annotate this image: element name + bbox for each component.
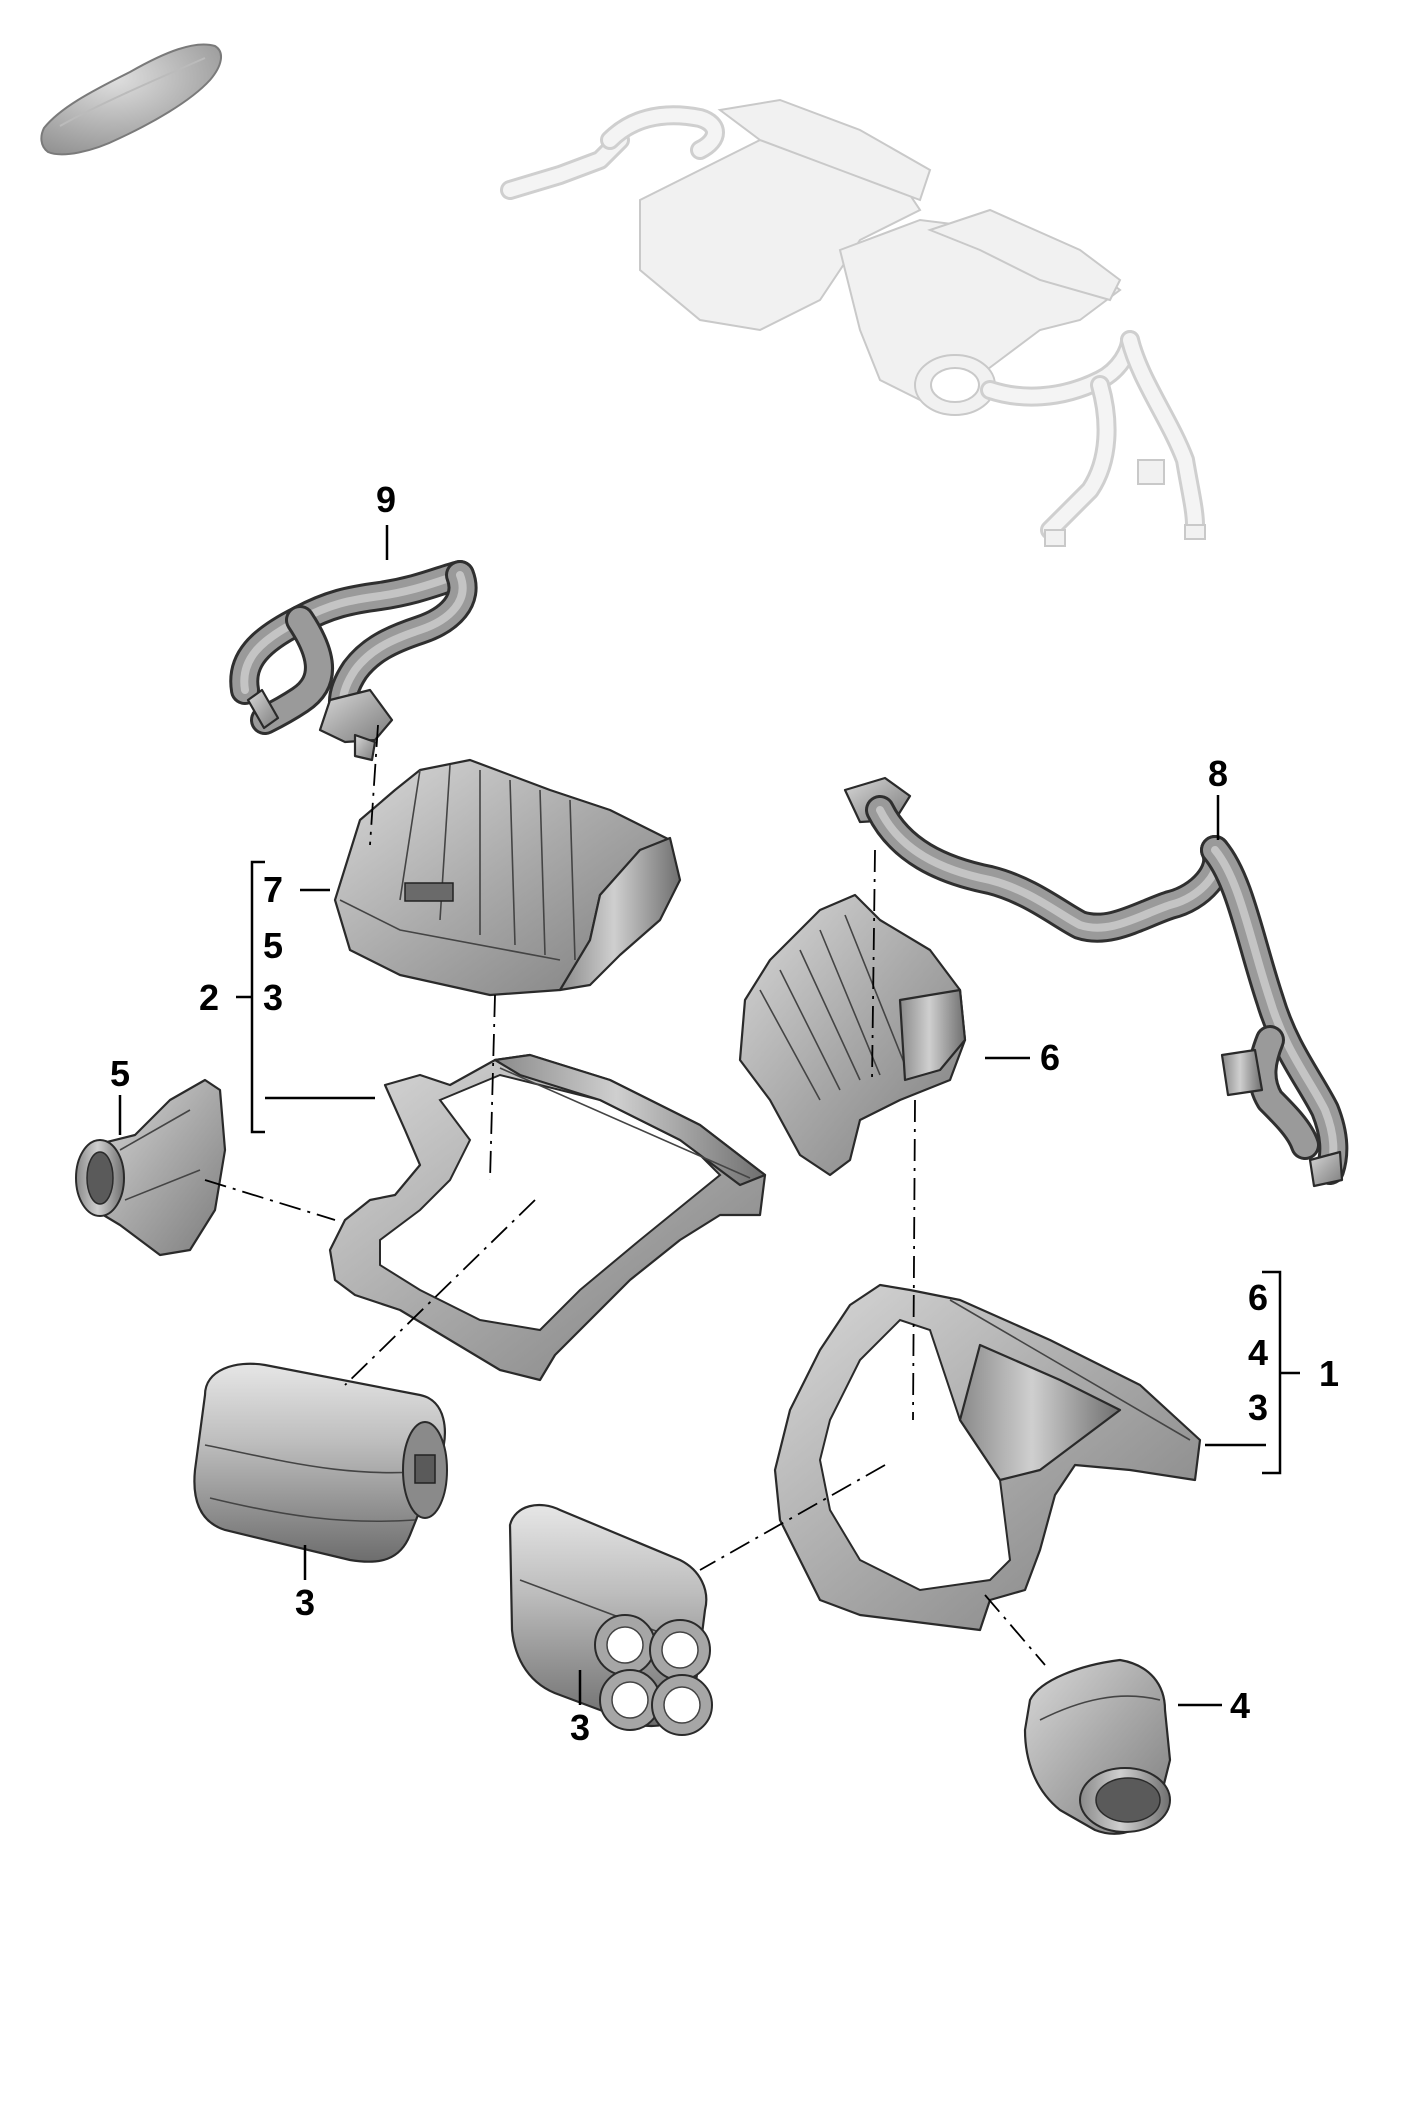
housing-cover-part-7 <box>333 758 682 997</box>
car-silhouette-icon <box>40 43 222 156</box>
callout-6-group: 6 <box>1248 1277 1268 1318</box>
callout-5: 5 <box>110 1053 130 1094</box>
filter-cartridge-part-3-left <box>193 1362 448 1563</box>
callout-6: 6 <box>1040 1037 1060 1078</box>
callout-2: 2 <box>199 977 219 1018</box>
callout-5-group: 5 <box>263 925 283 966</box>
callout-8: 8 <box>1208 753 1228 794</box>
intake-bellmouth-part-5 <box>75 1078 227 1257</box>
callout-3-group-right: 3 <box>1248 1387 1268 1428</box>
callout-9: 9 <box>376 479 396 520</box>
callout-3-right-cartridge: 3 <box>570 1707 590 1748</box>
callout-1: 1 <box>1319 1353 1339 1394</box>
callout-4: 4 <box>1230 1685 1250 1726</box>
assembly-connector-lines <box>204 724 1046 1666</box>
callout-labels: 9 8 7 5 3 2 5 6 6 4 3 1 3 3 4 <box>110 479 1339 1748</box>
callout-4-group: 4 <box>1248 1332 1268 1373</box>
hvac-assembly-overview <box>500 98 1206 547</box>
hose-part-8 <box>843 776 1349 1188</box>
housing-frame-right <box>773 1283 1202 1632</box>
callout-3-group-left: 3 <box>263 977 283 1018</box>
callout-3-left-cartridge: 3 <box>295 1582 315 1623</box>
callout-leaders <box>118 525 1300 1707</box>
intake-bellmouth-part-4 <box>1023 1658 1172 1835</box>
duct-part-6 <box>738 893 967 1177</box>
callout-7: 7 <box>263 869 283 910</box>
filter-cartridge-part-3-right <box>508 1503 713 1736</box>
housing-frame-left <box>328 1053 767 1382</box>
hose-part-9 <box>229 560 478 762</box>
